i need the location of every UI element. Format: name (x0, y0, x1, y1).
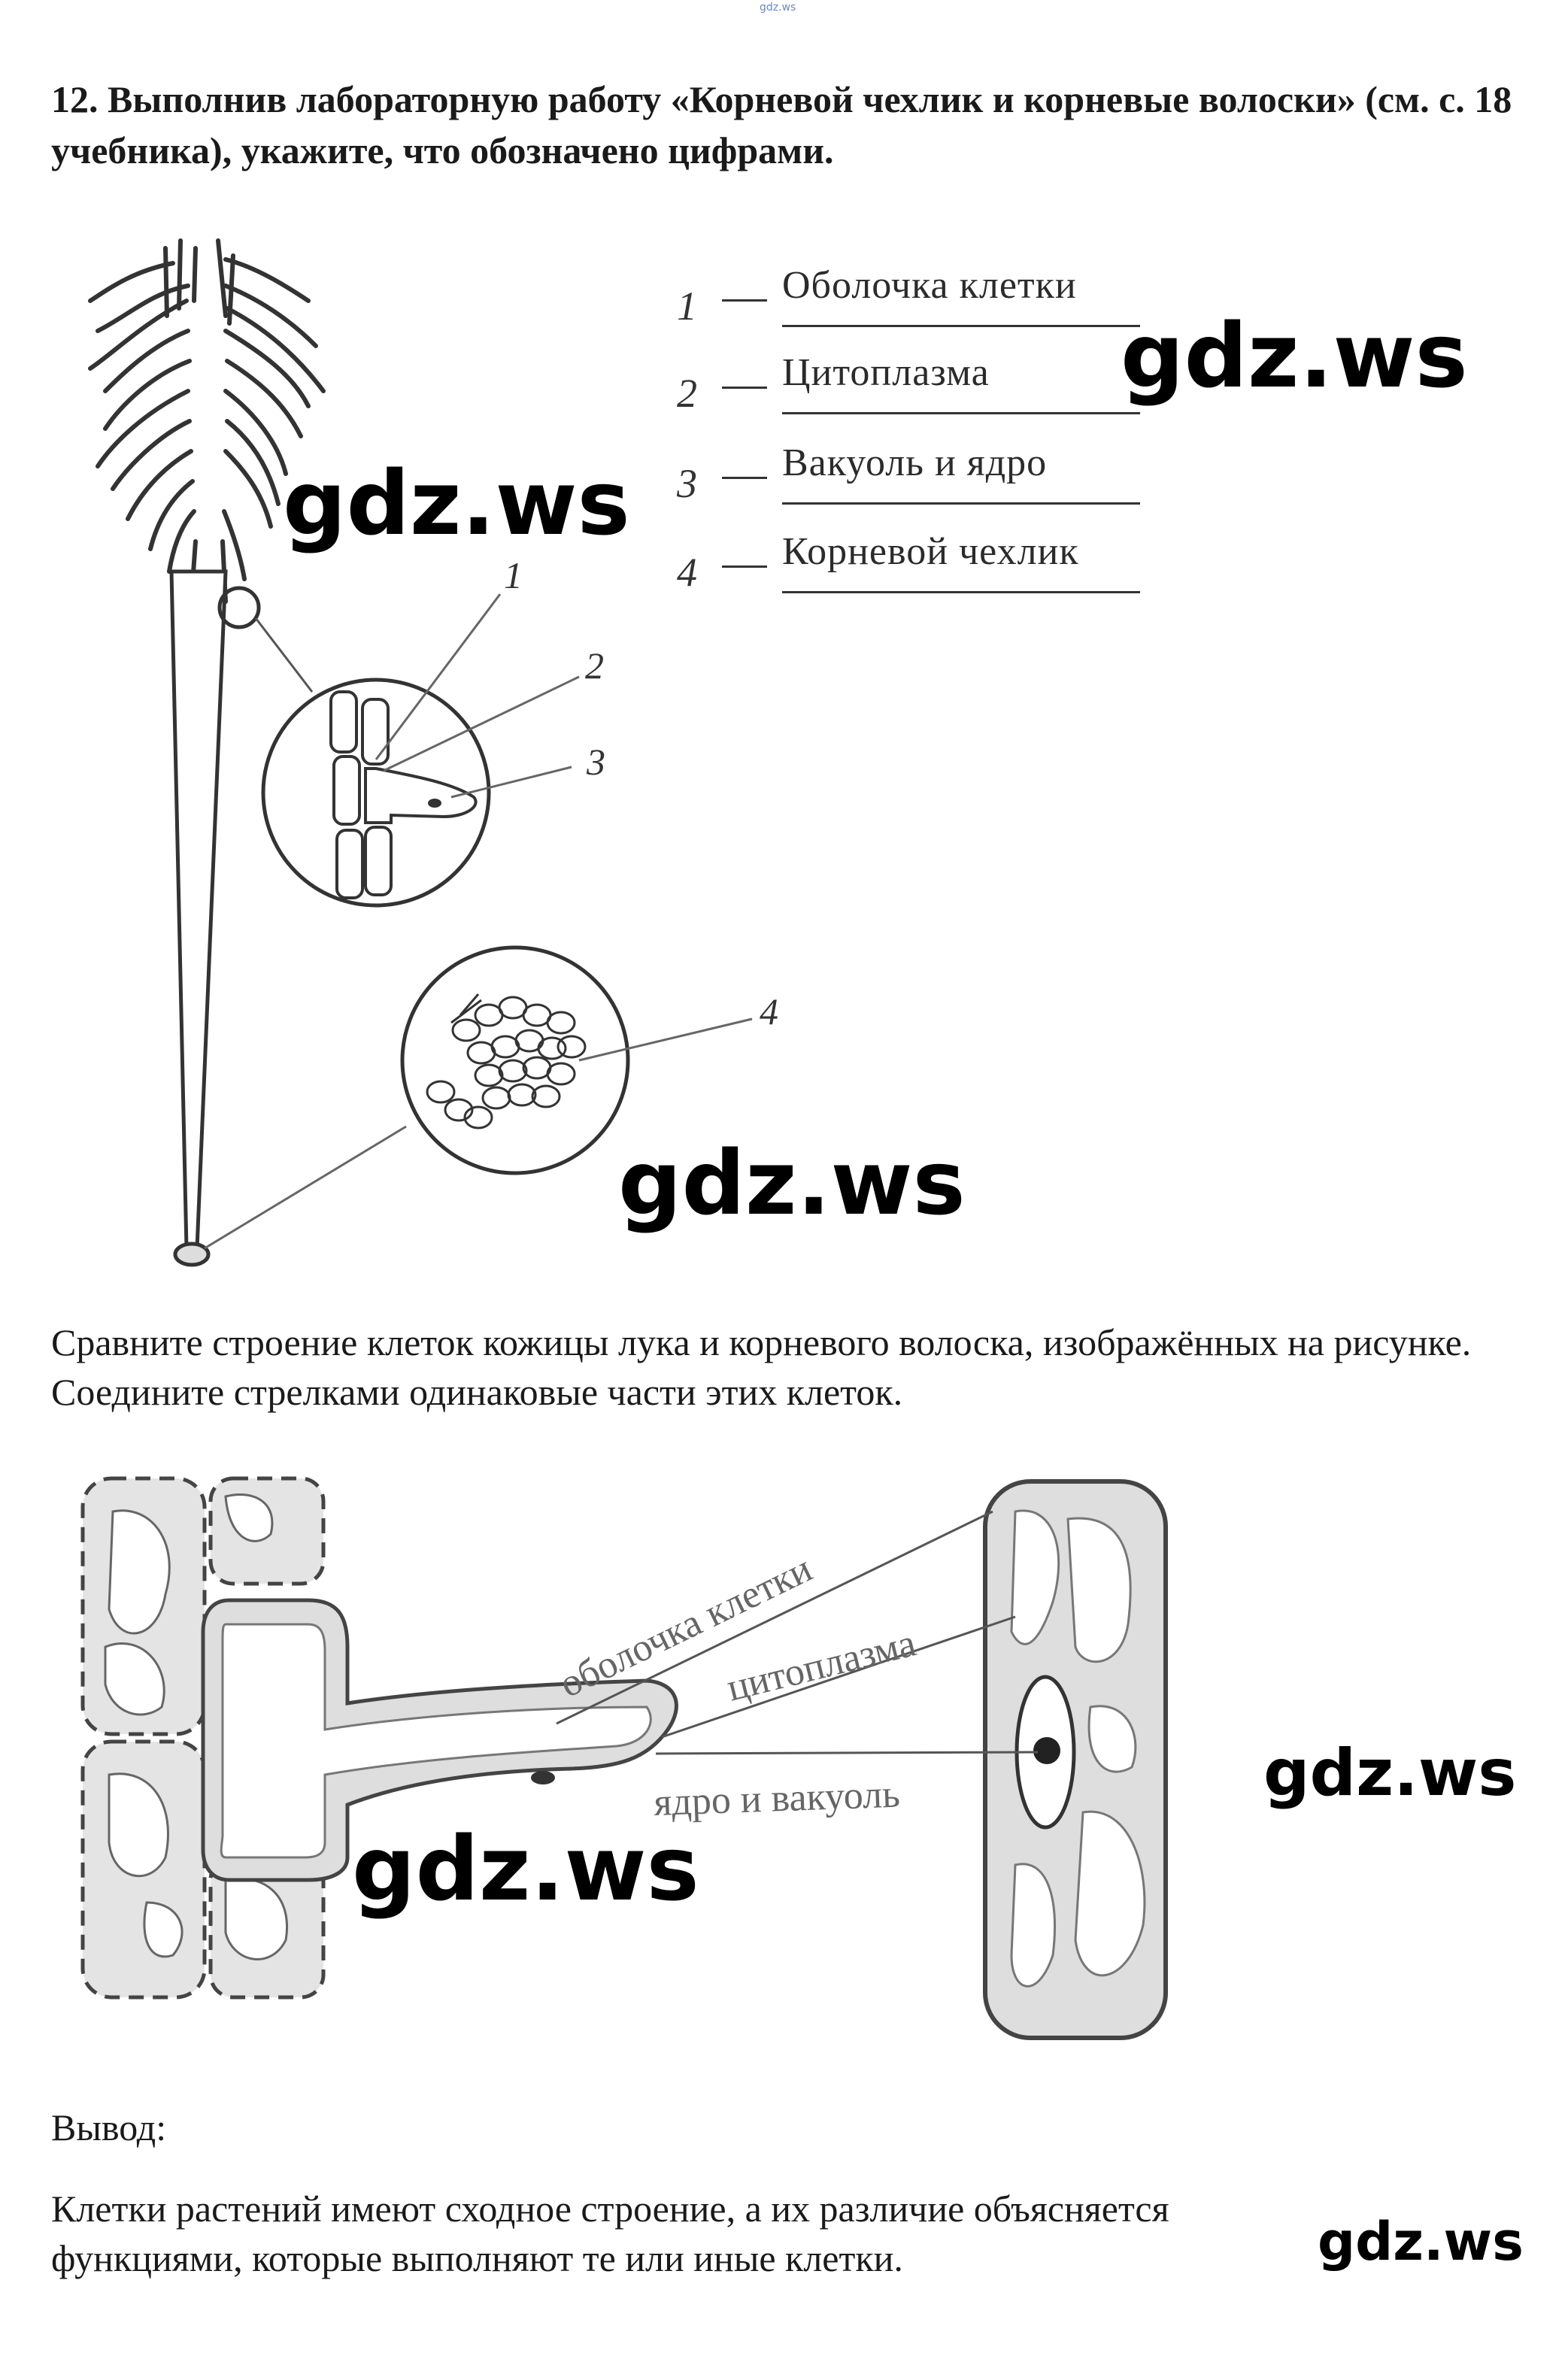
label-nucleus-vacuole: ядро и вакуоль (653, 1773, 900, 1824)
root-hair-vacuole (220, 1623, 652, 1859)
watermark: gdz.ws (352, 1817, 699, 1921)
answer-text: Цитоплазма (782, 351, 990, 394)
answer-row-4: 4 Корневой чехлик (677, 522, 1218, 597)
callout-leader-3 (450, 766, 572, 799)
watermark: gdz.ws (283, 451, 630, 555)
leader-cytoplasm (661, 1615, 1016, 1739)
root-hairs-drawing (88, 238, 326, 604)
label-cytoplasm: цитоплазма (723, 1621, 920, 1709)
watermark: gdz.ws (618, 1131, 966, 1235)
hair-detail-circle (261, 678, 491, 908)
callout-label-3: 3 (586, 741, 605, 783)
answer-underline (782, 591, 1140, 593)
callout-label-2: 2 (585, 644, 604, 687)
watermark: gdz.ws (1318, 2211, 1524, 2273)
answer-underline (782, 502, 1140, 505)
callout-leader-4 (578, 1017, 753, 1062)
conclusion-title: Вывод: (51, 2106, 167, 2148)
cap-leader (204, 1125, 407, 1250)
watermark: gdz.ws (1263, 1736, 1517, 1811)
answer-number: 3 (677, 461, 697, 506)
answer-number: 2 (677, 371, 697, 416)
compare-instruction: Сравните строение клеток кожицы лука и к… (51, 1321, 1472, 1413)
cap-detail-circle (400, 945, 630, 1175)
root-cap (173, 1242, 211, 1267)
conclusion-text: Клетки растений имеют сходное строение, … (51, 2188, 1169, 2279)
answer-dash (722, 387, 767, 389)
answer-dash (722, 299, 767, 302)
leader-nucleus (655, 1751, 1039, 1755)
watermark: gdz.ws (1121, 304, 1468, 408)
callout-label-4: 4 (760, 990, 778, 1032)
answer-underline (782, 412, 1140, 414)
zoom-marker (217, 586, 261, 629)
leader-wall (556, 1510, 993, 1725)
callout-leader-1 (375, 593, 502, 760)
zoom-leader (254, 617, 314, 693)
answer-text: Вакуоль и ядро (782, 441, 1048, 484)
answer-number: 4 (677, 550, 697, 595)
answer-text: Оболочка клетки (782, 264, 1077, 307)
callout-label-1: 1 (504, 554, 523, 596)
answer-row-1: 1 Оболочка клетки (677, 256, 1218, 331)
root-hair-nucleus (531, 1771, 555, 1784)
answer-row-3: 3 Вакуоль и ядро (677, 433, 1218, 508)
onion-skin-cells (80, 1476, 326, 2000)
answer-dash (722, 565, 767, 568)
top-watermark: gdz.ws (760, 2, 796, 14)
answer-number: 1 (677, 284, 697, 329)
answer-text: Корневой чехлик (782, 530, 1079, 573)
task-heading: 12. Выполнив лабораторную работу «Корнев… (51, 78, 1512, 171)
answer-dash (722, 477, 767, 479)
answer-underline (782, 325, 1140, 327)
callout-leader-2 (383, 675, 580, 772)
answer-row-2: 2 Цитоплазма (677, 343, 1218, 418)
onion-cell-large (983, 1479, 1168, 2040)
